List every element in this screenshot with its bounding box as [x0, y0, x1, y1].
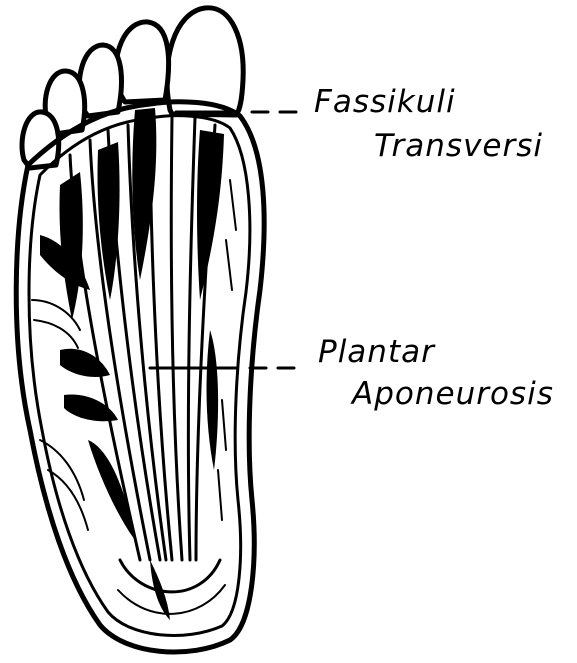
- label-plantar: Plantar: [318, 334, 435, 370]
- little-toe: [22, 112, 59, 168]
- label-aponeurosis: Aponeurosis: [352, 376, 554, 412]
- big-toe: [167, 8, 243, 115]
- label-transversi: Transversi: [374, 128, 543, 164]
- label-fassikuli: Fassikuli: [314, 84, 456, 120]
- second-toe: [116, 22, 169, 102]
